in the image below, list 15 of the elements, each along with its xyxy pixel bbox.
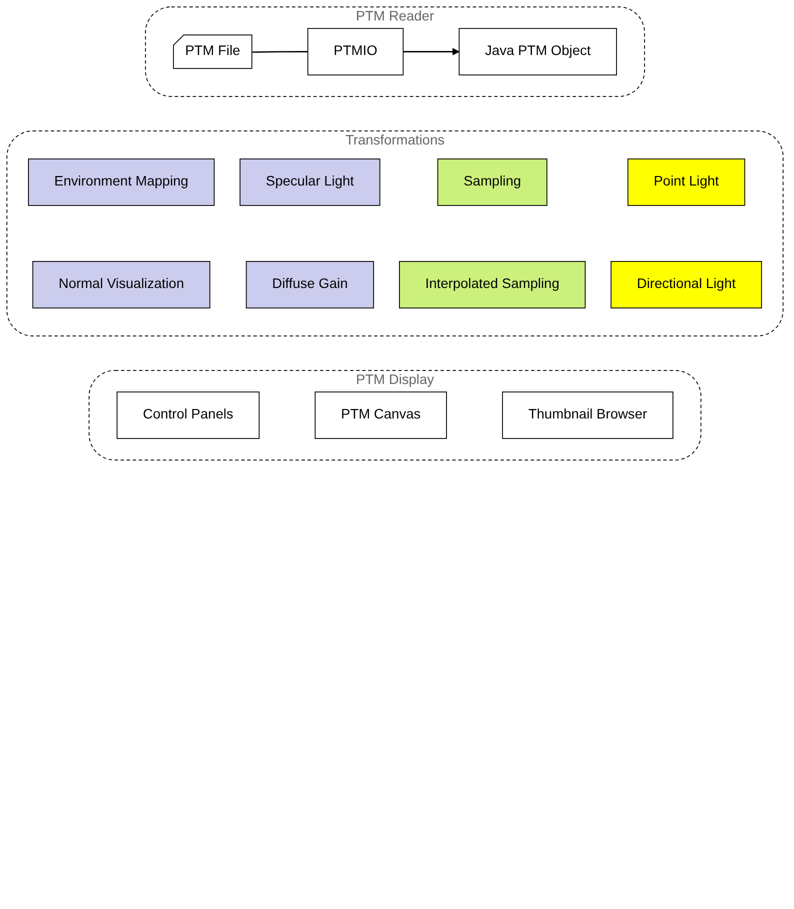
node-box: Diffuse Gain <box>246 261 374 308</box>
arrow <box>403 48 460 56</box>
node-box: Environment Mapping <box>28 158 215 206</box>
node-box: Normal Visualization <box>32 261 210 308</box>
node-box: Directional Light <box>610 261 762 308</box>
node-box: PTM Canvas <box>314 392 447 439</box>
node-box: Sampling <box>437 158 548 206</box>
node-box: Java PTM Object <box>458 28 617 76</box>
node-box: Thumbnail Browser <box>502 392 674 439</box>
node-box: PTMIO <box>307 28 404 76</box>
connector <box>252 51 308 53</box>
node-box: Point Light <box>627 158 746 206</box>
node-box: Control Panels <box>116 392 260 439</box>
node-box: Specular Light <box>240 158 380 206</box>
node-box: Interpolated Sampling <box>399 261 586 308</box>
